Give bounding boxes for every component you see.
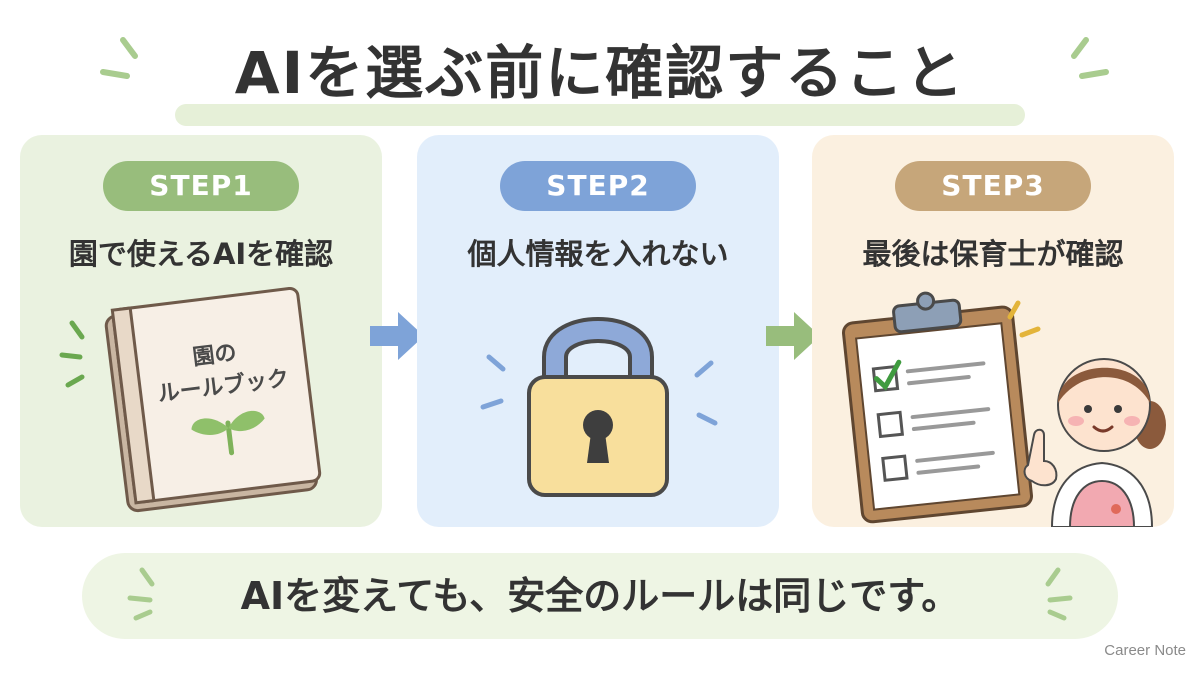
clipboard-checklist-icon xyxy=(841,291,1166,527)
step1-label: STEP1 xyxy=(103,161,299,211)
banner-sparkle-right-icon xyxy=(1045,567,1073,621)
step2-caption: 個人情報を入れない xyxy=(467,237,729,271)
watermark: Career Note xyxy=(1104,642,1186,659)
rulebook-icon: 園の ルールブック xyxy=(59,286,322,513)
step3-panel: STEP3 最後は保育士が確認 xyxy=(812,135,1174,527)
bottom-message: AIを変えても、安全のルールは同じです。 xyxy=(240,574,960,618)
title-underline xyxy=(175,104,1025,126)
arrow-right-icon xyxy=(766,312,820,360)
banner-sparkle-left-icon xyxy=(127,567,155,621)
rulebook-title-line1: 園の xyxy=(191,341,238,371)
padlock-icon xyxy=(480,317,718,497)
bottom-message-banner: AIを変えても、安全のルールは同じです。 xyxy=(82,553,1118,639)
title-area: AIを選ぶ前に確認すること xyxy=(0,18,1200,126)
step3-label: STEP3 xyxy=(895,161,1091,211)
step1-panel: STEP1 園で使えるAIを確認 園の ルールブック xyxy=(20,135,382,527)
title-sparkle-right-icon xyxy=(1071,37,1109,79)
step3-caption: 最後は保育士が確認 xyxy=(862,237,1124,271)
arrow-right-icon xyxy=(370,312,424,360)
step2-panel: STEP2 個人情報を入れない xyxy=(417,135,779,527)
step2-label: STEP2 xyxy=(500,161,696,211)
page-title: AIを選ぶ前に確認すること xyxy=(234,39,966,107)
caregiver-illustration xyxy=(1023,358,1166,527)
title-sparkle-left-icon xyxy=(100,37,138,79)
step1-caption: 園で使えるAIを確認 xyxy=(68,237,334,271)
